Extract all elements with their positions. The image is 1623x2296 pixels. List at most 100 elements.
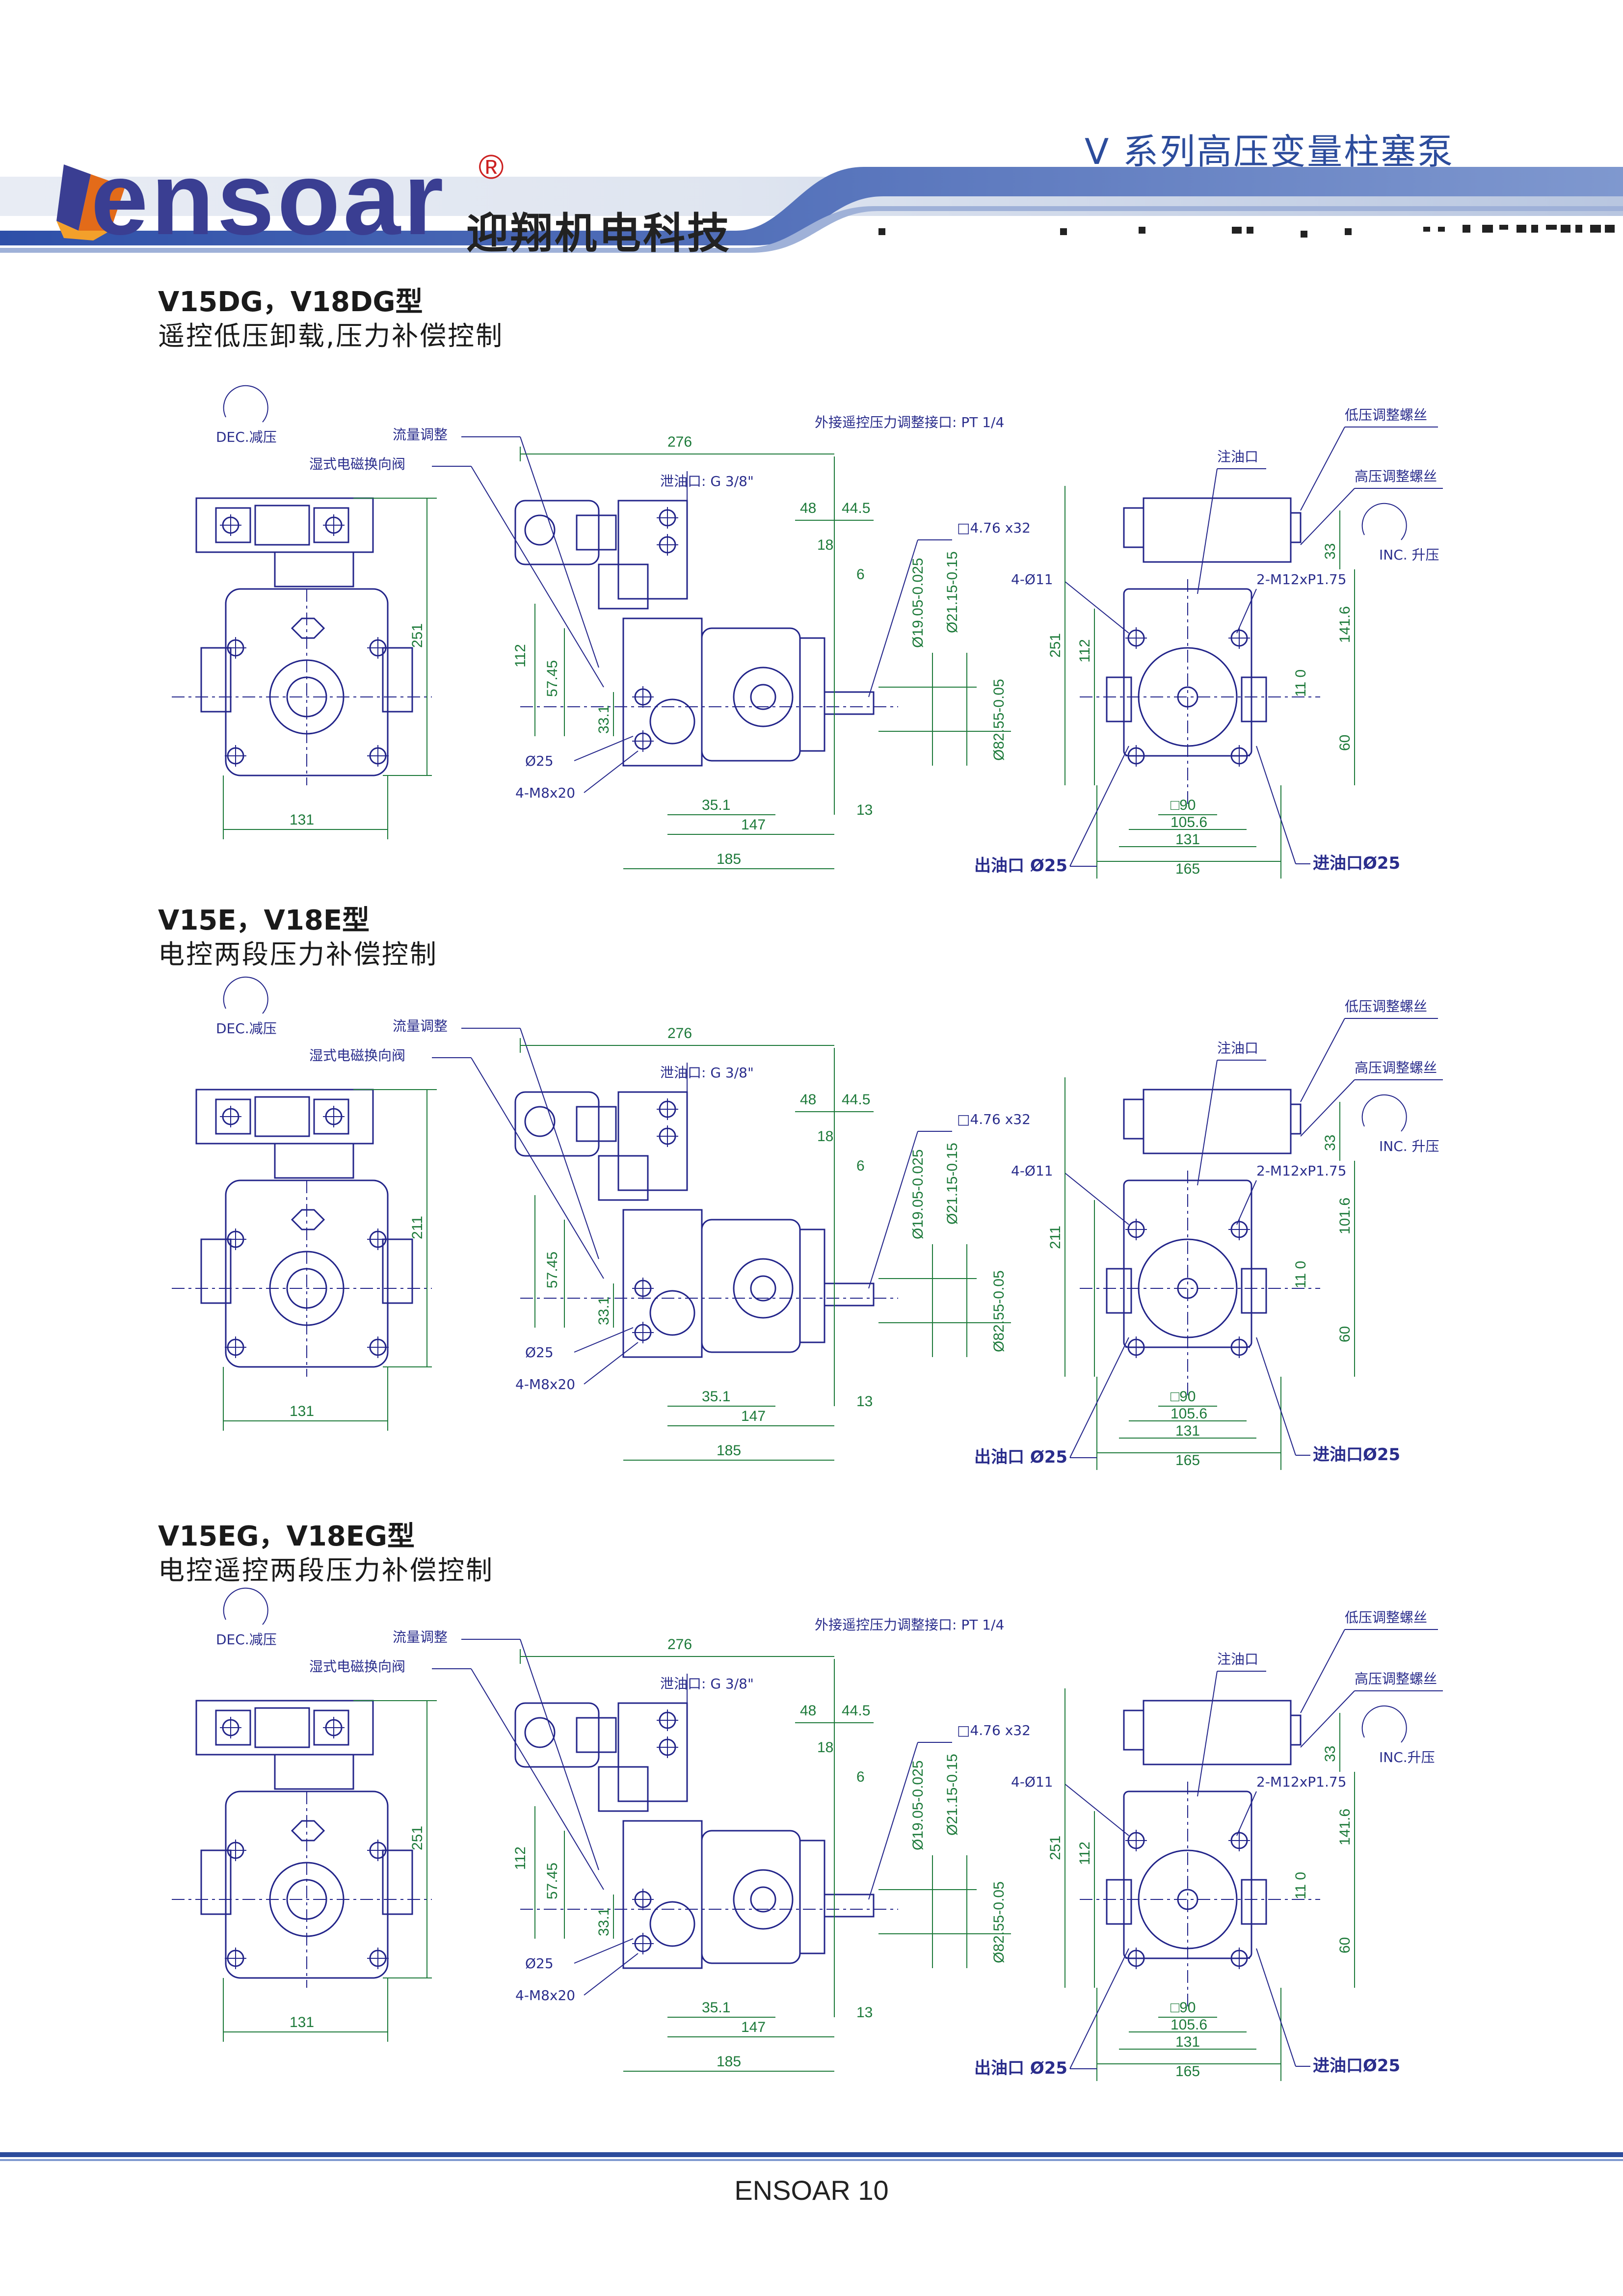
dim-33: 33	[1322, 1746, 1338, 1762]
dim-height-front: 211	[409, 1216, 426, 1239]
remote-port-label: 外接遥控压力调整接口: PT 1/4	[815, 1617, 1004, 1633]
dim-18: 18	[817, 1128, 833, 1145]
dim-131-rear: 131	[1175, 1423, 1200, 1439]
logo-icon	[56, 164, 125, 240]
solenoid-valve-label: 湿式电磁换向阀	[309, 1658, 405, 1675]
registered-mark: ®	[479, 148, 504, 186]
dim-11: 11 0	[1293, 1872, 1309, 1899]
dim-105-6: 105.6	[1171, 814, 1207, 830]
inlet-port-label: 进油口Ø25	[1313, 2056, 1400, 2076]
dim-105-6: 105.6	[1171, 1406, 1207, 1422]
key-label: □4.76 x32	[957, 1722, 1031, 1738]
low-pressure-screw-label: 低压调整螺丝	[1345, 407, 1427, 423]
outlet-port-label: 出油口 Ø25	[974, 1447, 1067, 1467]
dim-11: 11 0	[1293, 1261, 1309, 1288]
dim-6: 6	[856, 566, 865, 583]
high-pressure-screw-label: 高压调整螺丝	[1355, 468, 1437, 484]
dim-width-front: 131	[290, 2014, 314, 2030]
dim-44-5: 44.5	[842, 1703, 870, 1719]
pilot-dia: Ø82.55-0.05	[991, 679, 1007, 761]
bolts-label: 4-M8x20	[515, 1376, 575, 1392]
dim-width-front: 131	[290, 1403, 314, 1419]
solenoid-valve-label: 湿式电磁换向阀	[309, 456, 405, 472]
dim-height-front: 251	[409, 623, 426, 648]
low-pressure-screw-label: 低压调整螺丝	[1345, 998, 1427, 1015]
high-pressure-screw-label: 高压调整螺丝	[1355, 1671, 1437, 1687]
company-tagline: 迎翔机电科技	[466, 209, 731, 258]
dim-60: 60	[1337, 1326, 1353, 1342]
fill-port-label: 注油口	[1217, 1651, 1258, 1667]
dim-13: 13	[856, 1393, 873, 1410]
dim-276: 276	[667, 1636, 692, 1653]
footer-page-number: ENSOAR 10	[734, 2175, 889, 2206]
dim-147: 147	[741, 2019, 766, 2035]
dim-112: 112	[512, 644, 529, 667]
fill-port-label: 注油口	[1217, 1040, 1258, 1056]
dim-33-1: 33.1	[596, 705, 612, 734]
dec-label: DEC.减压	[216, 1020, 277, 1037]
dim-141-6: 101.6	[1337, 1198, 1353, 1234]
dim-185: 185	[717, 1442, 741, 1459]
outlet-port-label: 出油口 Ø25	[974, 856, 1067, 876]
dim-185: 185	[717, 2054, 741, 2070]
series-title: V 系列高压变量柱塞泵	[1085, 131, 1455, 172]
shaft-dia-2: Ø21.15-0.15	[944, 1143, 960, 1225]
high-pressure-screw-label: 高压调整螺丝	[1355, 1060, 1437, 1076]
thread-label: 2-M12xP1.75	[1256, 1163, 1347, 1179]
section-2-model: V15E，V18E型	[158, 905, 370, 936]
section-3-description: 电控遥控两段压力补偿控制	[158, 1555, 494, 1586]
dec-label: DEC.减压	[216, 429, 277, 445]
inc-label: INC. 升压	[1379, 1138, 1439, 1154]
inc-label: INC. 升压	[1379, 547, 1439, 563]
dim-141-6: 141.6	[1337, 1809, 1353, 1845]
dim-height-rear: 211	[1047, 1226, 1064, 1249]
dim-60: 60	[1337, 1937, 1353, 1953]
dim-60: 60	[1337, 735, 1353, 751]
key-label: □4.76 x32	[957, 520, 1031, 536]
dim-44-5: 44.5	[842, 500, 870, 516]
dim-90: □90	[1171, 1388, 1196, 1405]
dim-35-1: 35.1	[702, 2000, 730, 2016]
dim-141-6: 141.6	[1337, 606, 1353, 643]
dim-131-rear: 131	[1175, 831, 1200, 848]
dim-height-front: 251	[409, 1826, 426, 1850]
dim-112-rear: 112	[1077, 1842, 1093, 1865]
drain-port-label: 泄油口: G 3/8"	[660, 473, 754, 489]
remote-port-label: 外接遥控压力调整接口: PT 1/4	[815, 414, 1004, 430]
dim-48: 48	[800, 1092, 816, 1108]
dim-147: 147	[741, 1408, 766, 1424]
dim-35-1: 35.1	[702, 797, 730, 813]
section-3-model: V15EG，V18EG型	[158, 1521, 415, 1552]
dim-147: 147	[741, 817, 766, 833]
dim-18: 18	[817, 537, 833, 553]
dim-48: 48	[800, 1703, 816, 1719]
dim-6: 6	[856, 1769, 865, 1785]
flow-adjust-label: 流量调整	[393, 1018, 448, 1034]
dim-33-1: 33.1	[596, 1908, 612, 1936]
mount-holes-label: 4-Ø11	[1011, 571, 1053, 587]
header-banner	[0, 164, 1623, 253]
shaft-dia-2: Ø21.15-0.15	[944, 1754, 960, 1836]
fill-port-label: 注油口	[1217, 449, 1258, 465]
dim-height-rear: 251	[1047, 1836, 1064, 1860]
dim-276: 276	[667, 434, 692, 450]
shaft-dia-1: Ø19.05-0.025	[910, 1761, 926, 1850]
shaft-dia-1: Ø19.05-0.025	[910, 1149, 926, 1239]
dim-112: 112	[512, 1846, 529, 1870]
dim-33: 33	[1322, 543, 1338, 560]
section-1-description: 遥控低压卸载,压力补偿控制	[158, 320, 504, 351]
dim-33: 33	[1322, 1135, 1338, 1151]
low-pressure-screw-label: 低压调整螺丝	[1345, 1609, 1427, 1626]
bore-label: Ø25	[525, 753, 554, 769]
dim-276: 276	[667, 1025, 692, 1041]
dim-33-1: 33.1	[596, 1297, 612, 1325]
